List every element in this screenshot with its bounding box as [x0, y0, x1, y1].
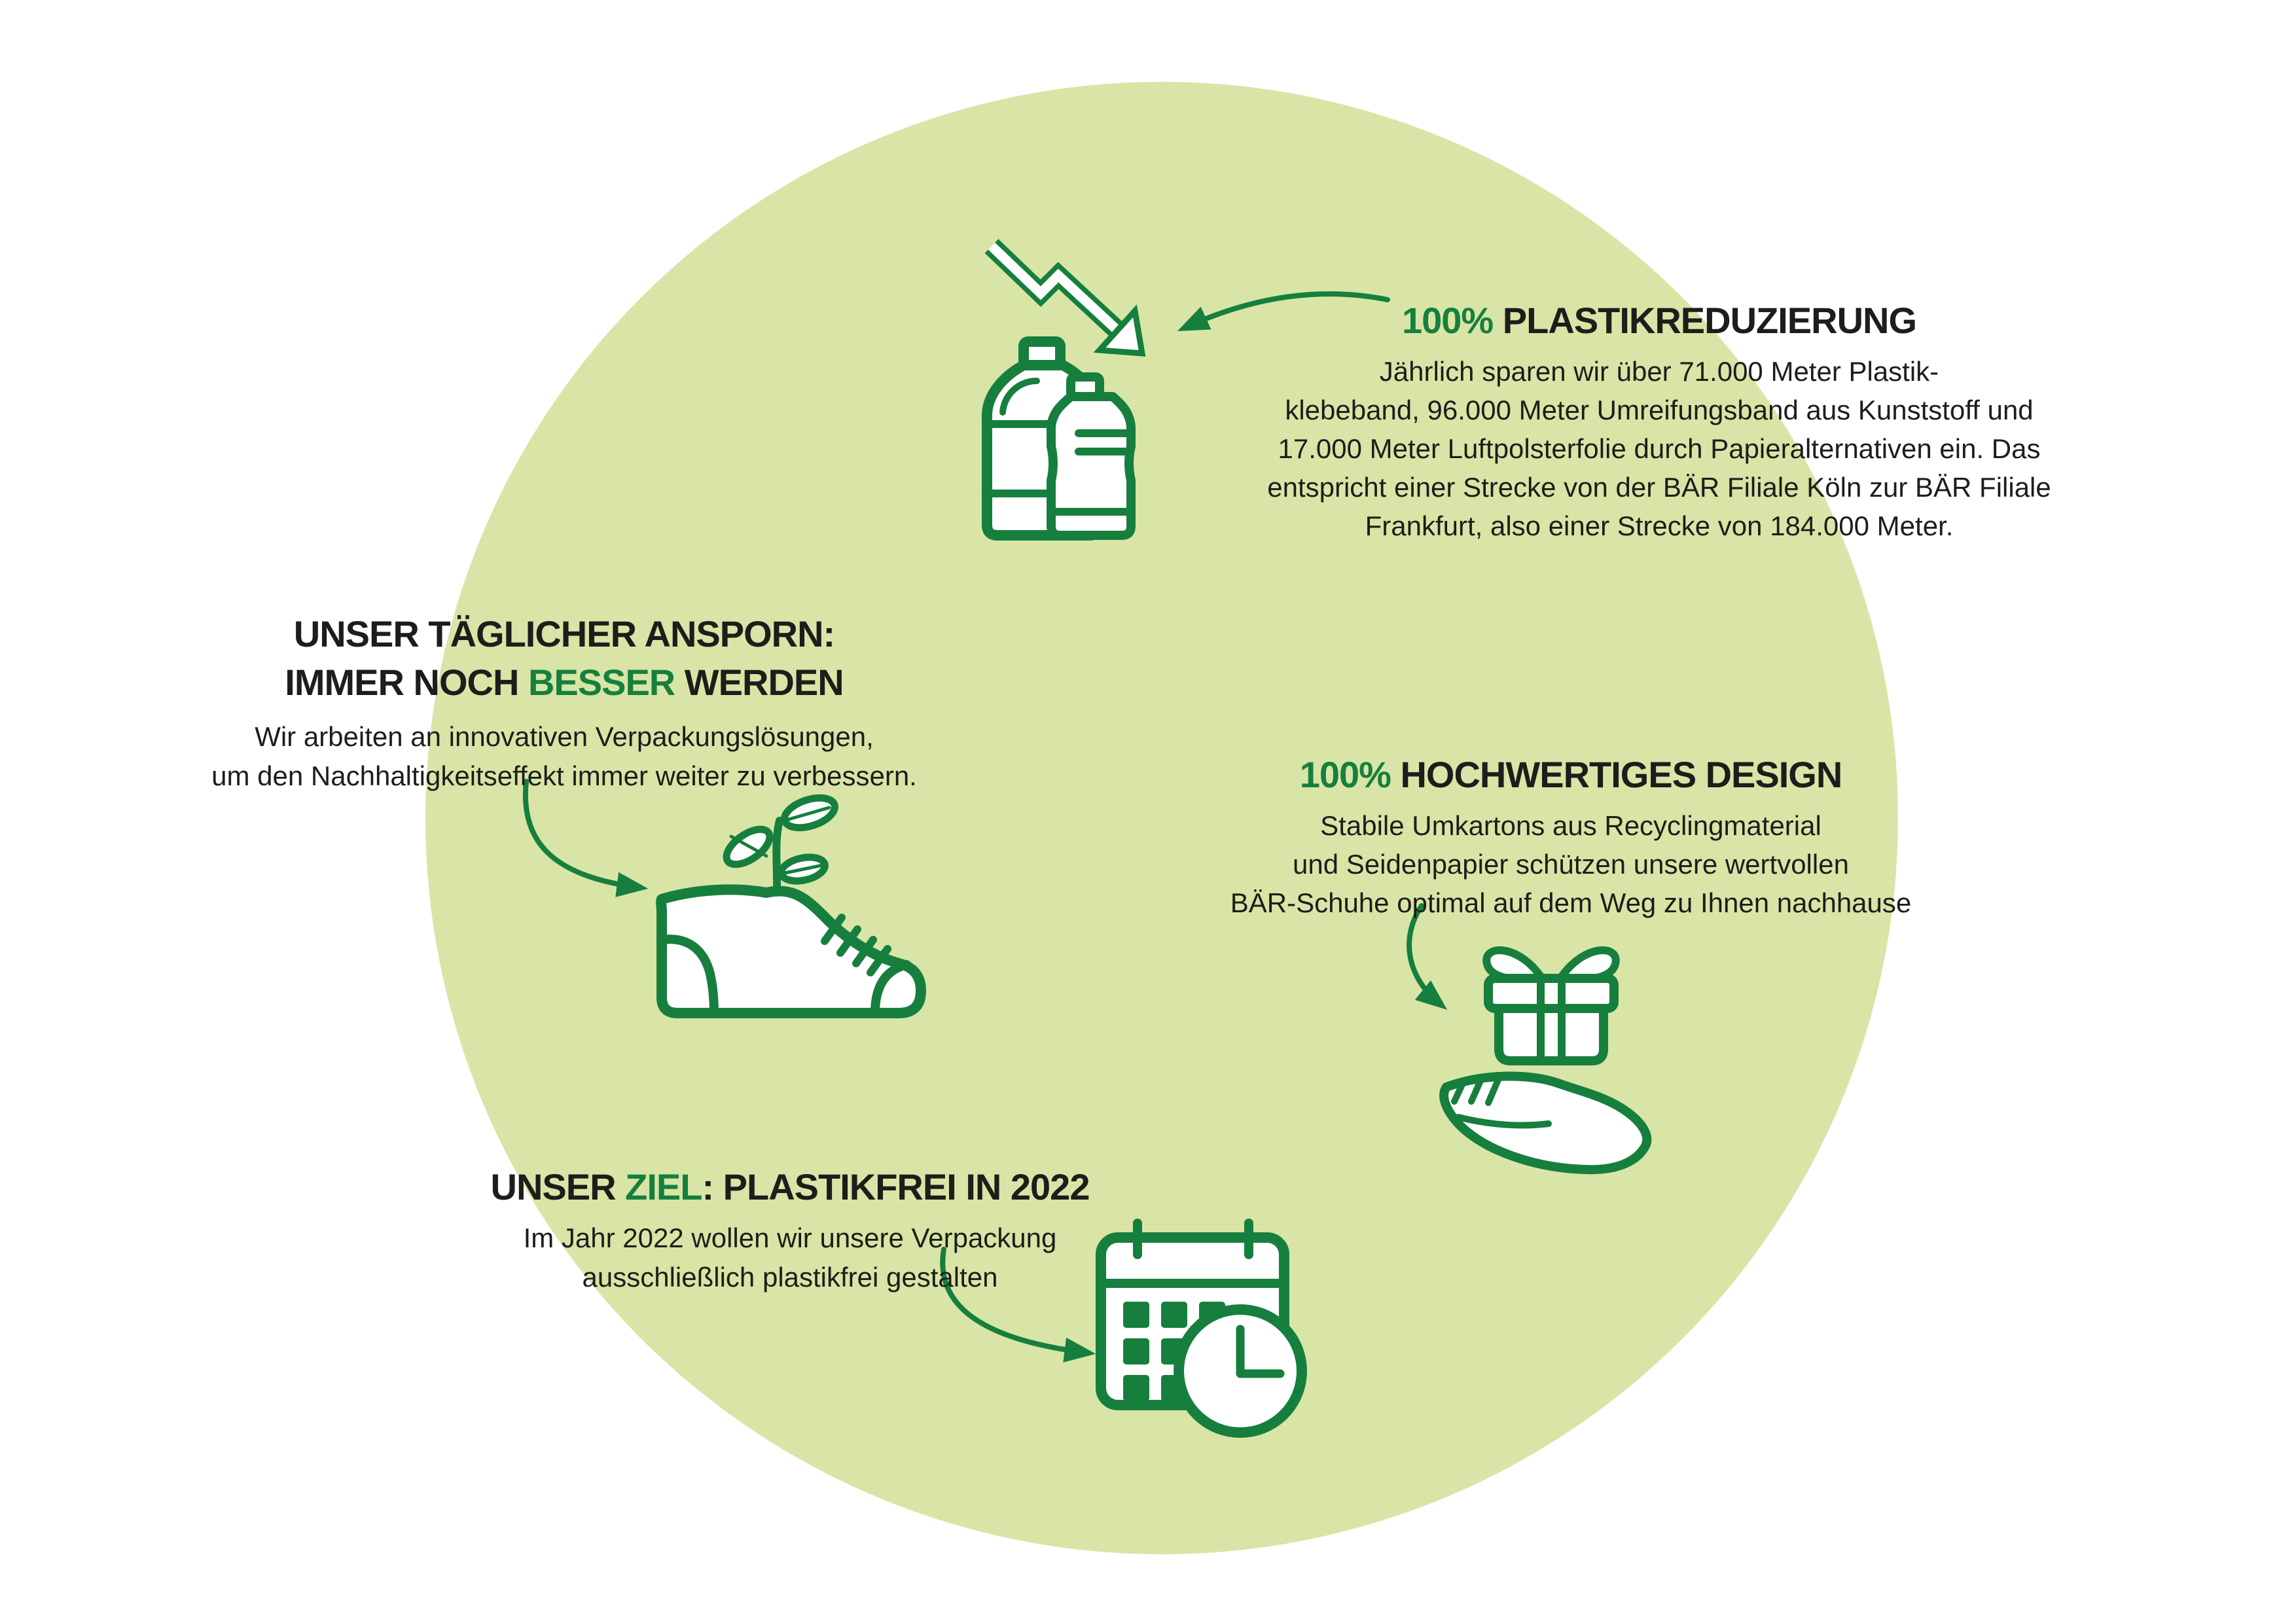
section-heading: 100% HOCHWERTIGES DESIGN: [1158, 754, 1983, 796]
body-line: entspricht einer Strecke von der BÄR Fil…: [1267, 472, 2051, 503]
section-body: Im Jahr 2022 wollen wir unsere Verpackun…: [378, 1219, 1202, 1297]
body-line: Jährlich sparen wir über 71.000 Meter Pl…: [1379, 356, 1939, 387]
body-line: BÄR-Schuhe optimal auf dem Weg zu Ihnen …: [1230, 887, 1912, 918]
body-line: 17.000 Meter Luftpolsterfolie durch Papi…: [1278, 433, 2041, 464]
section-goal: UNSER ZIEL: PLASTIKFREI IN 2022 Im Jahr …: [378, 1166, 1202, 1297]
connector-arrow-shoe-icon: [522, 779, 649, 897]
heading-prefix: IMMER NOCH: [285, 662, 528, 703]
body-line: Im Jahr 2022 wollen wir unsere Verpackun…: [523, 1222, 1057, 1253]
heading-suffix: WERDEN: [675, 662, 844, 703]
body-line: klebeband, 96.000 Meter Umreifungsband a…: [1285, 395, 2034, 425]
section-heading-line2: IMMER NOCH BESSER WERDEN: [152, 658, 977, 707]
heading-suffix: : PLASTIKFREI IN 2022: [702, 1166, 1090, 1207]
body-line: Stabile Umkartons aus Recyclingmaterial: [1320, 810, 1821, 841]
heading-accent: BESSER: [528, 662, 675, 703]
plastic-bottles-icon: [982, 336, 1136, 541]
gift-on-hand-icon: [1439, 946, 1652, 1175]
sneaker-sprout-icon: [656, 794, 926, 1018]
connector-arrow-gift-icon: [1407, 903, 1448, 1010]
connector-arrow-plastic-icon: [1177, 291, 1390, 331]
section-plastic-reduction: 100% PLASTIKREDUZIERUNG Jährlich sparen …: [1175, 300, 2144, 545]
section-daily-motivation: UNSER TÄGLICHER ANSPORN: IMMER NOCH BESS…: [152, 610, 977, 796]
heading-rest: HOCHWERTIGES DESIGN: [1390, 754, 1842, 795]
connector-arrow-calendar-icon: [940, 1247, 1096, 1363]
section-body: Jährlich sparen wir über 71.000 Meter Pl…: [1175, 352, 2144, 545]
trend-down-arrow-icon: [984, 239, 1146, 357]
heading-accent: 100%: [1401, 300, 1494, 341]
section-body: Wir arbeiten an innovativen Verpackungsl…: [152, 717, 977, 796]
section-design: 100% HOCHWERTIGES DESIGN Stabile Umkarto…: [1158, 754, 1983, 922]
body-line: Wir arbeiten an innovativen Verpackungsl…: [255, 721, 874, 752]
section-heading-line1: UNSER TÄGLICHER ANSPORN:: [293, 613, 835, 654]
body-line: um den Nachhaltigkeitseffekt immer weite…: [211, 760, 917, 791]
section-heading: 100% PLASTIKREDUZIERUNG: [1175, 300, 2144, 342]
heading-accent: 100%: [1299, 754, 1391, 795]
heading-rest: PLASTIKREDUZIERUNG: [1493, 300, 1917, 341]
section-body: Stabile Umkartons aus Recyclingmaterial …: [1158, 806, 1983, 922]
calendar-clock-icon: [1096, 1219, 1307, 1438]
heading-accent: ZIEL: [625, 1166, 702, 1207]
body-line: und Seidenpapier schützen unsere wertvol…: [1293, 849, 1849, 880]
body-line: ausschließlich plastikfrei gestalten: [582, 1262, 998, 1293]
body-line: Frankfurt, also einer Strecke von 184.00…: [1365, 510, 1954, 541]
section-heading: UNSER ZIEL: PLASTIKFREI IN 2022: [378, 1166, 1202, 1208]
heading-prefix: UNSER: [490, 1166, 626, 1207]
